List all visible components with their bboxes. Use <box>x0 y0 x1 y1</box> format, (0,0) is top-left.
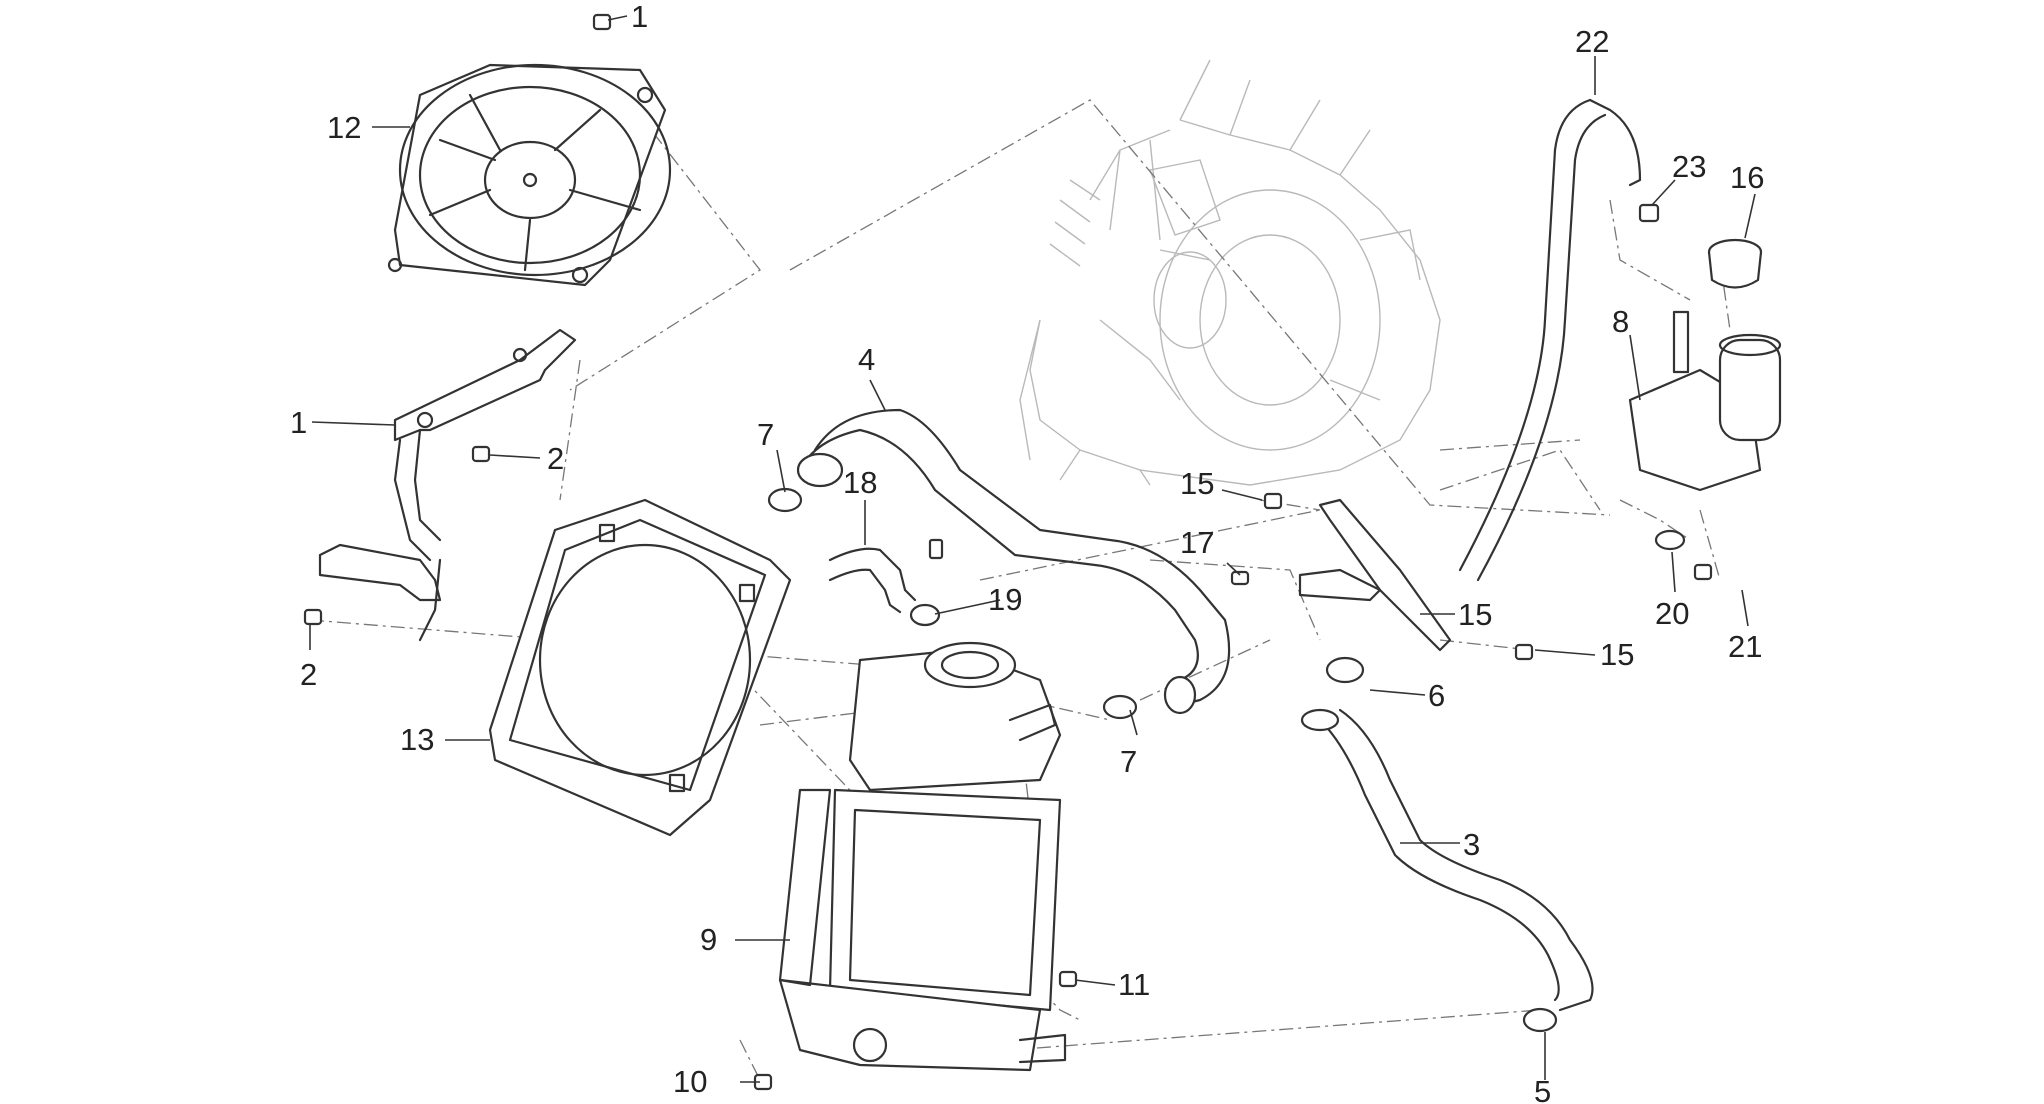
callout-18: 18 <box>843 465 877 500</box>
callout-7: 7 <box>757 417 774 452</box>
callout-5: 5 <box>1534 1074 1551 1104</box>
callout-4: 4 <box>858 342 875 377</box>
lower-hose <box>1300 708 1594 1012</box>
callout-15: 15 <box>1180 466 1214 501</box>
callout-23: 23 <box>1672 149 1706 184</box>
callout-14: 15 <box>1458 597 1492 632</box>
upper-hose <box>796 408 1231 715</box>
engine-frame-ghost <box>1019 59 1441 486</box>
callout-15: 1 <box>631 0 648 34</box>
callout-21: 21 <box>1728 629 1762 664</box>
callout-13: 13 <box>400 722 434 757</box>
small-hose <box>828 547 917 614</box>
fasteners <box>303 13 1713 1091</box>
callout-11: 11 <box>1118 967 1150 1002</box>
callout-12: 12 <box>327 110 361 145</box>
callout-10: 10 <box>673 1064 707 1099</box>
callout-9: 9 <box>700 922 717 957</box>
callout-2: 2 <box>300 657 317 692</box>
callout-7: 7 <box>1120 744 1137 779</box>
expansion-tank <box>1628 310 1782 492</box>
support-bracket <box>1298 498 1452 652</box>
radiator-shroud <box>488 498 792 837</box>
cooling-fan <box>387 63 672 287</box>
callouts: 1 12 1 2 2 13 4 7 18 19 7 9 11 10 15 17 … <box>290 0 1764 1104</box>
callout-2: 2 <box>547 441 564 476</box>
callout-20: 20 <box>1655 596 1689 631</box>
callout-19: 19 <box>988 582 1022 617</box>
callout-6: 6 <box>1428 678 1445 713</box>
callout-16: 16 <box>1730 160 1764 195</box>
tank-cap <box>1707 238 1763 289</box>
callout-3: 3 <box>1463 827 1480 862</box>
callout-1: 1 <box>290 405 307 440</box>
callout-22: 22 <box>1575 24 1609 59</box>
radiator <box>778 641 1067 1072</box>
callout-15: 15 <box>1600 637 1634 672</box>
callout-17: 17 <box>1180 525 1214 560</box>
callout-8: 8 <box>1612 304 1629 339</box>
mounting-bracket <box>318 328 577 642</box>
leader-lines <box>309 15 1756 1083</box>
overflow-hose <box>1458 98 1642 582</box>
